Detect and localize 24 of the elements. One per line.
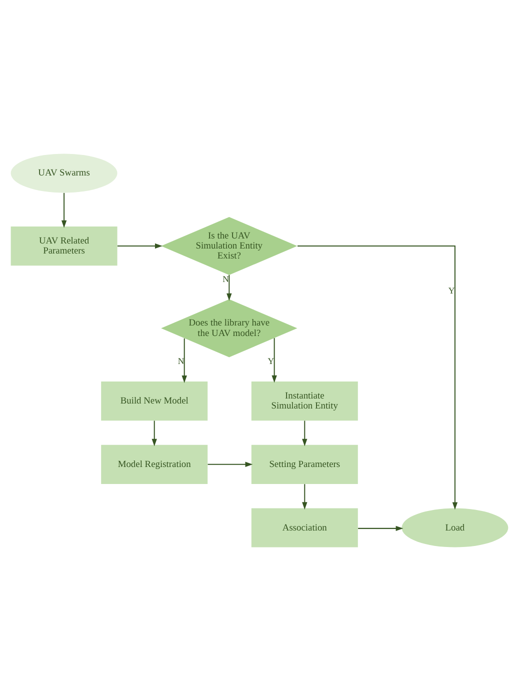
arrow	[298, 245, 458, 510]
arrow	[208, 461, 253, 466]
edge-label: Y	[448, 284, 455, 295]
edge-label: Y	[268, 355, 274, 366]
node-box: UAV Related Parameters	[10, 226, 118, 266]
arrow	[117, 242, 162, 248]
edge-label: N	[178, 356, 184, 366]
arrow	[302, 420, 308, 446]
node-box: Setting Parameters	[251, 444, 358, 484]
node-box: Build New Model	[101, 381, 208, 420]
node-diamond: Is the UAV Simulation Entity Exist?	[161, 216, 298, 275]
arrow	[182, 338, 187, 382]
arrow	[226, 274, 232, 300]
arrow	[272, 338, 277, 382]
arrow	[152, 420, 157, 446]
node-box: Model Registration	[101, 444, 208, 484]
node-diamond: Does the library have the UAV model?	[161, 298, 298, 357]
node-ellipse: Load	[402, 508, 508, 547]
arrow	[358, 525, 404, 531]
node-box: Instantiate Simulation Entity	[251, 381, 358, 420]
arrow	[61, 192, 67, 228]
node-box: Association	[251, 508, 358, 547]
node-ellipse: UAV Swarms	[10, 153, 118, 192]
arrow	[302, 484, 308, 510]
